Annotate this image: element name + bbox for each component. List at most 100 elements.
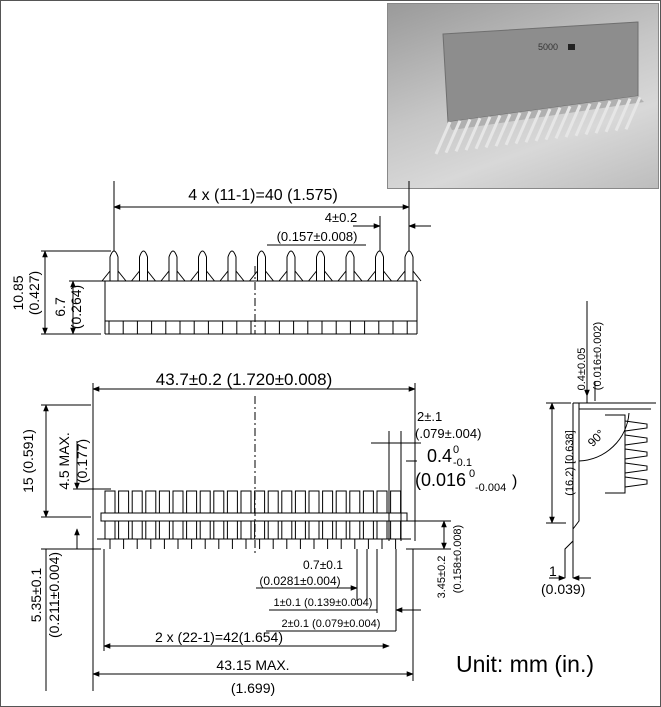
terminal-pin <box>345 250 355 281</box>
front-depth-in: (0.158±0.008) <box>452 525 464 593</box>
lower-contact <box>172 520 184 540</box>
upper-contact <box>240 490 252 514</box>
side-height: (16.2) [0.638] <box>564 430 576 495</box>
photo-pin <box>474 116 492 150</box>
front-width: 43.7±0.2 (1.720±0.008) <box>156 370 333 389</box>
terminal-pin <box>227 250 237 281</box>
lower-contact <box>362 520 374 540</box>
front-height: 15 (0.591) <box>20 429 36 493</box>
side-tooth <box>624 476 648 488</box>
front-tab-mm: 2±.1 <box>417 409 442 424</box>
upper-contact <box>254 490 266 514</box>
photo-pin <box>594 100 612 134</box>
lower-contact <box>199 520 211 540</box>
photo-pin <box>454 118 472 153</box>
side-thick-in: (0.016±0.002) <box>592 322 604 390</box>
lower-contact <box>281 520 293 540</box>
front-lead-in: (0.211±0.004) <box>46 552 62 638</box>
lower-contact <box>308 520 320 540</box>
terminal-pin <box>257 250 266 281</box>
top-pitch-total: 4 x (11-1)=40 (1.575) <box>188 187 338 204</box>
lower-contact <box>213 520 225 540</box>
photo-pin <box>564 104 582 138</box>
photo-pin <box>614 97 632 132</box>
lower-contact <box>267 520 279 540</box>
lower-contact <box>131 520 143 540</box>
side-tooth <box>624 434 648 446</box>
terminal-pin <box>109 250 119 281</box>
top-body-in: (0.264) <box>68 285 84 329</box>
lower-contact <box>322 520 334 540</box>
upper-contact <box>104 490 116 514</box>
photo-pin <box>554 105 572 140</box>
photo-pin <box>494 113 512 147</box>
side-foot-in: (0.039) <box>541 581 585 597</box>
upper-contact <box>349 490 361 514</box>
front-overall-mm: 43.15 MAX. <box>216 657 289 673</box>
front-tab-in: (.079±.004) <box>415 426 481 441</box>
photo-pin <box>504 112 522 146</box>
lower-contact <box>145 520 157 540</box>
upper-contact <box>308 490 320 514</box>
upper-contact <box>118 490 130 514</box>
connector-photo: 5000 <box>387 3 659 189</box>
side-tooth <box>624 420 648 432</box>
terminal-shoulder <box>308 270 333 282</box>
photo-pin <box>574 103 592 137</box>
top-pitch-in: (0.157±0.008) <box>277 229 358 244</box>
terminal-shoulder <box>367 270 392 282</box>
terminal-shoulder <box>396 270 422 282</box>
front-gap-in-sub: -0.004 <box>475 482 506 494</box>
photo-pin <box>624 96 642 130</box>
photo-pin <box>544 107 562 141</box>
upper-contact <box>281 490 293 514</box>
photo-pin <box>584 101 602 136</box>
upper-contact <box>186 490 198 514</box>
front-gap-in-close: ) <box>512 473 517 490</box>
front-pin-w-mm: 0.7±0.1 <box>303 558 343 572</box>
top-view <box>41 181 431 335</box>
front-max-mm: 4.5 MAX. <box>56 432 72 490</box>
side-thick-mm: 0.4±0.05 <box>576 348 588 391</box>
top-pitch-mm: 4±0.2 <box>325 210 357 225</box>
terminal-shoulder <box>219 270 245 282</box>
upper-contact <box>213 490 225 514</box>
terminal-shoulder <box>101 270 127 282</box>
front-pin-w-in: (0.0281±0.004) <box>259 574 340 588</box>
upper-contact <box>131 490 143 514</box>
upper-contact <box>267 490 279 514</box>
lower-contact <box>390 520 402 540</box>
terminal-pin <box>375 250 384 281</box>
front-depth-mm: 3.45±0.2 <box>436 556 448 599</box>
side-view <box>546 301 656 581</box>
terminal-shoulder <box>190 270 215 282</box>
terminal-pin <box>198 250 207 281</box>
upper-contact <box>199 490 211 514</box>
upper-contact <box>172 490 184 514</box>
photo-pin <box>604 99 622 133</box>
photo-pin <box>464 117 482 151</box>
top-height-in: (0.427) <box>26 271 42 315</box>
lower-contact <box>376 520 388 540</box>
photo-pin <box>484 114 502 149</box>
terminal-shoulder <box>131 270 156 282</box>
terminal-pin <box>139 250 148 281</box>
lower-contact <box>349 520 361 540</box>
front-pin-b: 2±0.1 (0.079±0.004) <box>282 618 381 630</box>
terminal-pin <box>286 250 296 281</box>
upper-contact <box>226 490 238 514</box>
front-gap-mm: 0.4 <box>427 446 452 466</box>
front-overall-in: (1.699) <box>231 680 275 696</box>
side-tooth <box>624 462 648 474</box>
upper-contact <box>376 490 388 514</box>
terminal-shoulder <box>160 270 186 282</box>
upper-contact <box>294 490 306 514</box>
lower-contact <box>186 520 198 540</box>
terminal-shoulder <box>337 270 363 282</box>
lower-contact <box>254 520 266 540</box>
terminal-shoulder <box>249 270 274 282</box>
lower-contact <box>335 520 347 540</box>
unit-label: Unit: mm (in.) <box>456 651 594 677</box>
top-height-mm: 10.85 <box>10 275 26 310</box>
